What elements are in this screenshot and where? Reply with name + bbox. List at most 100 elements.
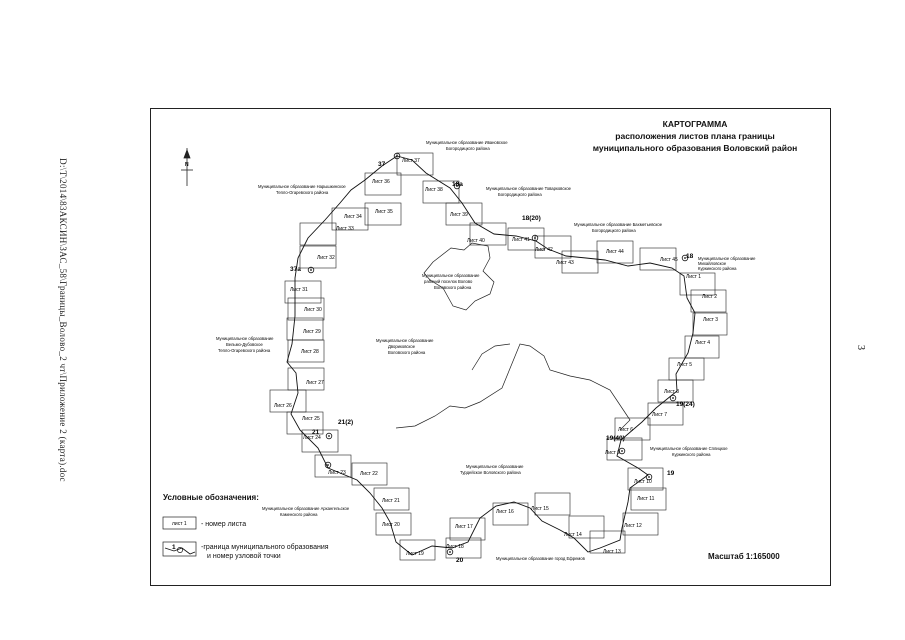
sheet-label-20: Лист 20 (382, 522, 400, 528)
node-marker-dot-icon (449, 551, 451, 553)
neighbor-top-right-line2: Богородицкого района (498, 192, 542, 197)
sheet-box-36 (364, 172, 402, 196)
neighbor-left-line2: Вельмо-Дубовское (226, 342, 263, 347)
sheet-label-26: Лист 26 (274, 403, 292, 409)
node-marker-circle-icon (645, 473, 653, 481)
node-label-3: 18(20) (522, 215, 541, 222)
sheet-label-44: Лист 44 (606, 249, 624, 255)
map-scale: Масштаб 1:165000 (708, 552, 780, 561)
sheet-label-29: Лист 29 (303, 329, 321, 335)
sheet-box-27 (287, 367, 325, 391)
sheet-box-18 (445, 537, 482, 559)
legend-boundary-desc-line1: -граница муниципального образования (201, 544, 329, 551)
sheet-box-37 (396, 152, 434, 176)
inner-south: Муниципальное образование Турдейское Вол… (460, 464, 524, 475)
sheet-box-23 (314, 454, 352, 478)
sheet-label-8: Лист 8 (664, 389, 679, 395)
legend-boundary-desc-line2: и номер узловой точки (207, 553, 281, 560)
sheet-label-38: Лист 38 (425, 187, 443, 193)
sheet-box-19 (399, 539, 436, 561)
node-marker-dot-icon (327, 464, 329, 466)
neighbor-top-right-line1: Муниципальное образование Товарковское (486, 186, 572, 191)
neighbor-left-line1: Муниципальное образование (216, 336, 274, 341)
sheet-label-6: Лист 6 (618, 427, 633, 433)
sheet-label-22: Лист 22 (360, 471, 378, 477)
sheet-box-40 (469, 222, 507, 246)
sheet-box-15 (534, 492, 571, 516)
node-marker-circle-icon (669, 394, 677, 402)
sheet-label-39: Лист 39 (450, 212, 468, 218)
neighbor-right-top-line1: Муниципальное образование Бахметьевское (574, 222, 663, 227)
inner-south-line2: Турдейское Воловского района (460, 470, 521, 475)
node-label-11: 37а (290, 266, 301, 273)
legend-sheet-sample-box (162, 516, 197, 530)
neighbor-right-line1: Муниципальное образование (698, 256, 756, 261)
sheet-label-18: Лист 18 (446, 544, 464, 550)
neighbor-right-line3: Куркинского района (698, 266, 737, 271)
sheet-box-1 (679, 272, 716, 296)
cartogram-map: N Муниципальное образование Ивановское Б… (162, 140, 756, 564)
sheet-box-43 (561, 250, 599, 274)
node-label-2: 18а (452, 181, 463, 188)
sheet-label-7: Лист 7 (652, 412, 667, 418)
title-line-2: расположения листов плана границы (615, 131, 775, 141)
neighbor-right: Муниципальное образование Михайловское К… (698, 256, 756, 271)
node-marker-circle-icon (324, 461, 332, 469)
node-marker-circle-icon (531, 234, 539, 242)
node-label-9: 21 (312, 429, 320, 436)
legend-sheet-desc: - номер листа (201, 521, 247, 528)
sheet-box-24 (301, 429, 339, 453)
node-markers (307, 152, 689, 556)
node-marker-circle-icon (453, 182, 461, 190)
sheet-label-40: Лист 40 (467, 238, 485, 244)
sheet-box-39 (445, 202, 483, 226)
sheet-label-14: Лист 14 (564, 532, 582, 538)
inner-south-line1: Муниципальное образование (466, 464, 524, 469)
inner-boundary-south (395, 343, 631, 431)
legend-sheet-sample: лист 1 (172, 521, 187, 527)
node-marker-circle-icon (325, 432, 333, 440)
inner-center-north-line3: Воловского района (434, 285, 472, 290)
node-marker-circle-icon (446, 548, 454, 556)
sheet-box-17 (449, 517, 486, 541)
neighbor-bottom: Муниципальное образование город Ефремов (496, 556, 586, 561)
sheet-box-10 (627, 467, 664, 491)
sheet-label-21: Лист 21 (382, 498, 400, 504)
node-marker-circle-icon (307, 266, 315, 274)
node-marker-dot-icon (534, 237, 536, 239)
sheet-label-28: Лист 28 (301, 349, 319, 355)
sheet-box-45 (639, 247, 677, 271)
neighbor-top-line2: Богородицкого района (446, 146, 490, 151)
sheet-label-13: Лист 13 (603, 549, 621, 555)
legend-node-sample-box (162, 541, 197, 557)
sheet-box-31 (284, 280, 322, 304)
sheet-label-17: Лист 17 (455, 524, 473, 530)
sheet-label-24: Лист 24 (303, 435, 321, 441)
neighbor-bottom-left: Муниципальное образование Архангельское … (262, 506, 350, 517)
title-line-3: муниципального образования Воловский рай… (592, 143, 798, 153)
inner-center-north-line2: рабочий поселок Волово (424, 279, 473, 284)
legend-title: Условные обозначения: (163, 493, 259, 502)
page-number: 3 (855, 345, 866, 350)
node-label-4: 18 (686, 253, 694, 260)
sheet-box-13 (589, 530, 626, 554)
sheet-label-31: Лист 31 (290, 287, 308, 293)
sheet-box-14 (568, 515, 605, 539)
inner-boundary-north (471, 343, 511, 371)
node-label-1: 37 (378, 161, 386, 168)
sheet-box-34 (331, 207, 369, 231)
legend-node-circle-icon (177, 547, 183, 553)
sheet-label-33: Лист 33 (336, 226, 354, 232)
sheet-label-35: Лист 35 (375, 209, 393, 215)
node-marker-dot-icon (684, 257, 686, 259)
inner-center-north: Муниципальное образование рабочий посело… (422, 273, 480, 290)
north-arrow-icon (181, 148, 193, 186)
node-label-6: 19(40) (606, 435, 625, 442)
legend-boundary-desc: -граница муниципального образования и но… (201, 543, 329, 561)
sheet-label-25: Лист 25 (302, 416, 320, 422)
sheet-box-35 (364, 202, 402, 226)
sheet-box-22 (351, 462, 388, 486)
sheet-label-11: Лист 11 (637, 496, 655, 502)
